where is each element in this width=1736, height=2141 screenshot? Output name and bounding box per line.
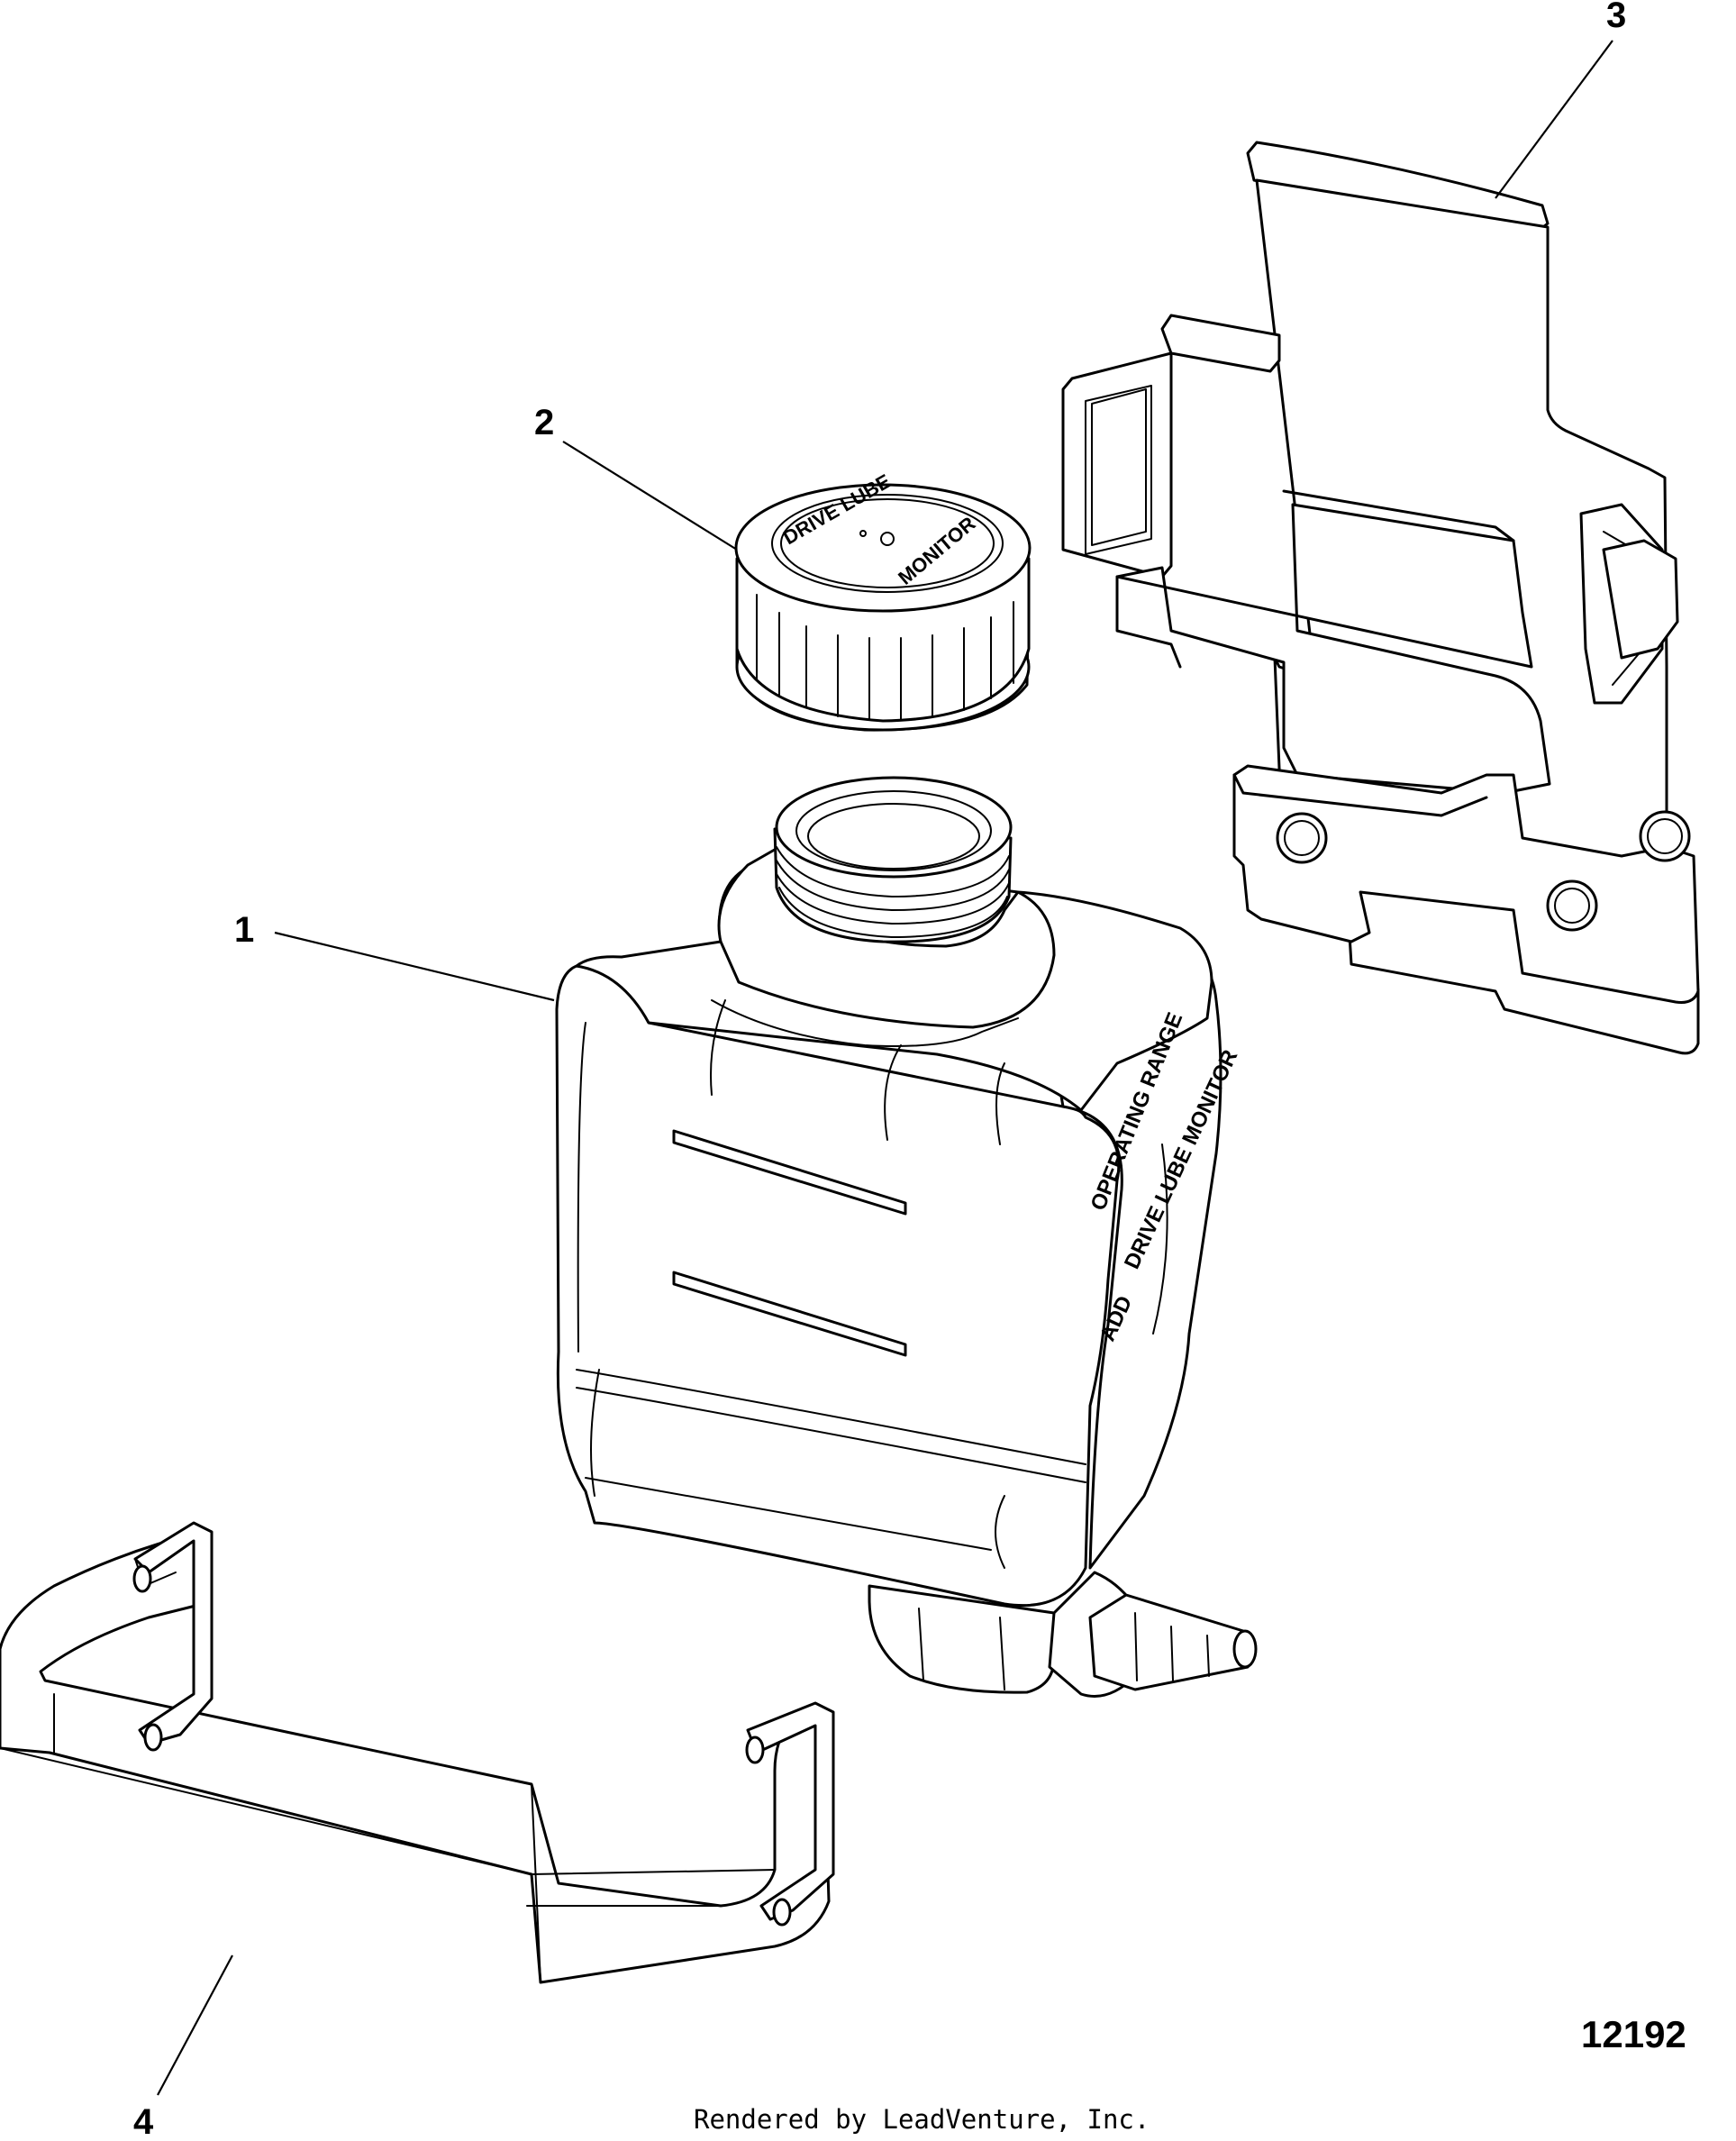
callout-2: 2 xyxy=(534,403,554,442)
callout-leaders xyxy=(157,40,1613,2096)
mounting-bracket-part-3[interactable] xyxy=(1061,141,1700,1055)
reservoir-bottle-part-1[interactable]: OPERATING RANGE DRIVE LUBE MONITOR ADD xyxy=(555,776,1258,1698)
render-credit: Rendered by LeadVenture, Inc. xyxy=(694,2104,1150,2135)
figure-number: 12192 xyxy=(1581,2013,1686,2055)
retaining-strap-part-4[interactable] xyxy=(0,1521,835,1984)
callout-3: 3 xyxy=(1606,0,1626,35)
callout-4: 4 xyxy=(133,2102,154,2141)
callout-1: 1 xyxy=(234,910,254,950)
cap-part-2[interactable]: DRIVE LUBE MONITOR xyxy=(734,469,1032,732)
